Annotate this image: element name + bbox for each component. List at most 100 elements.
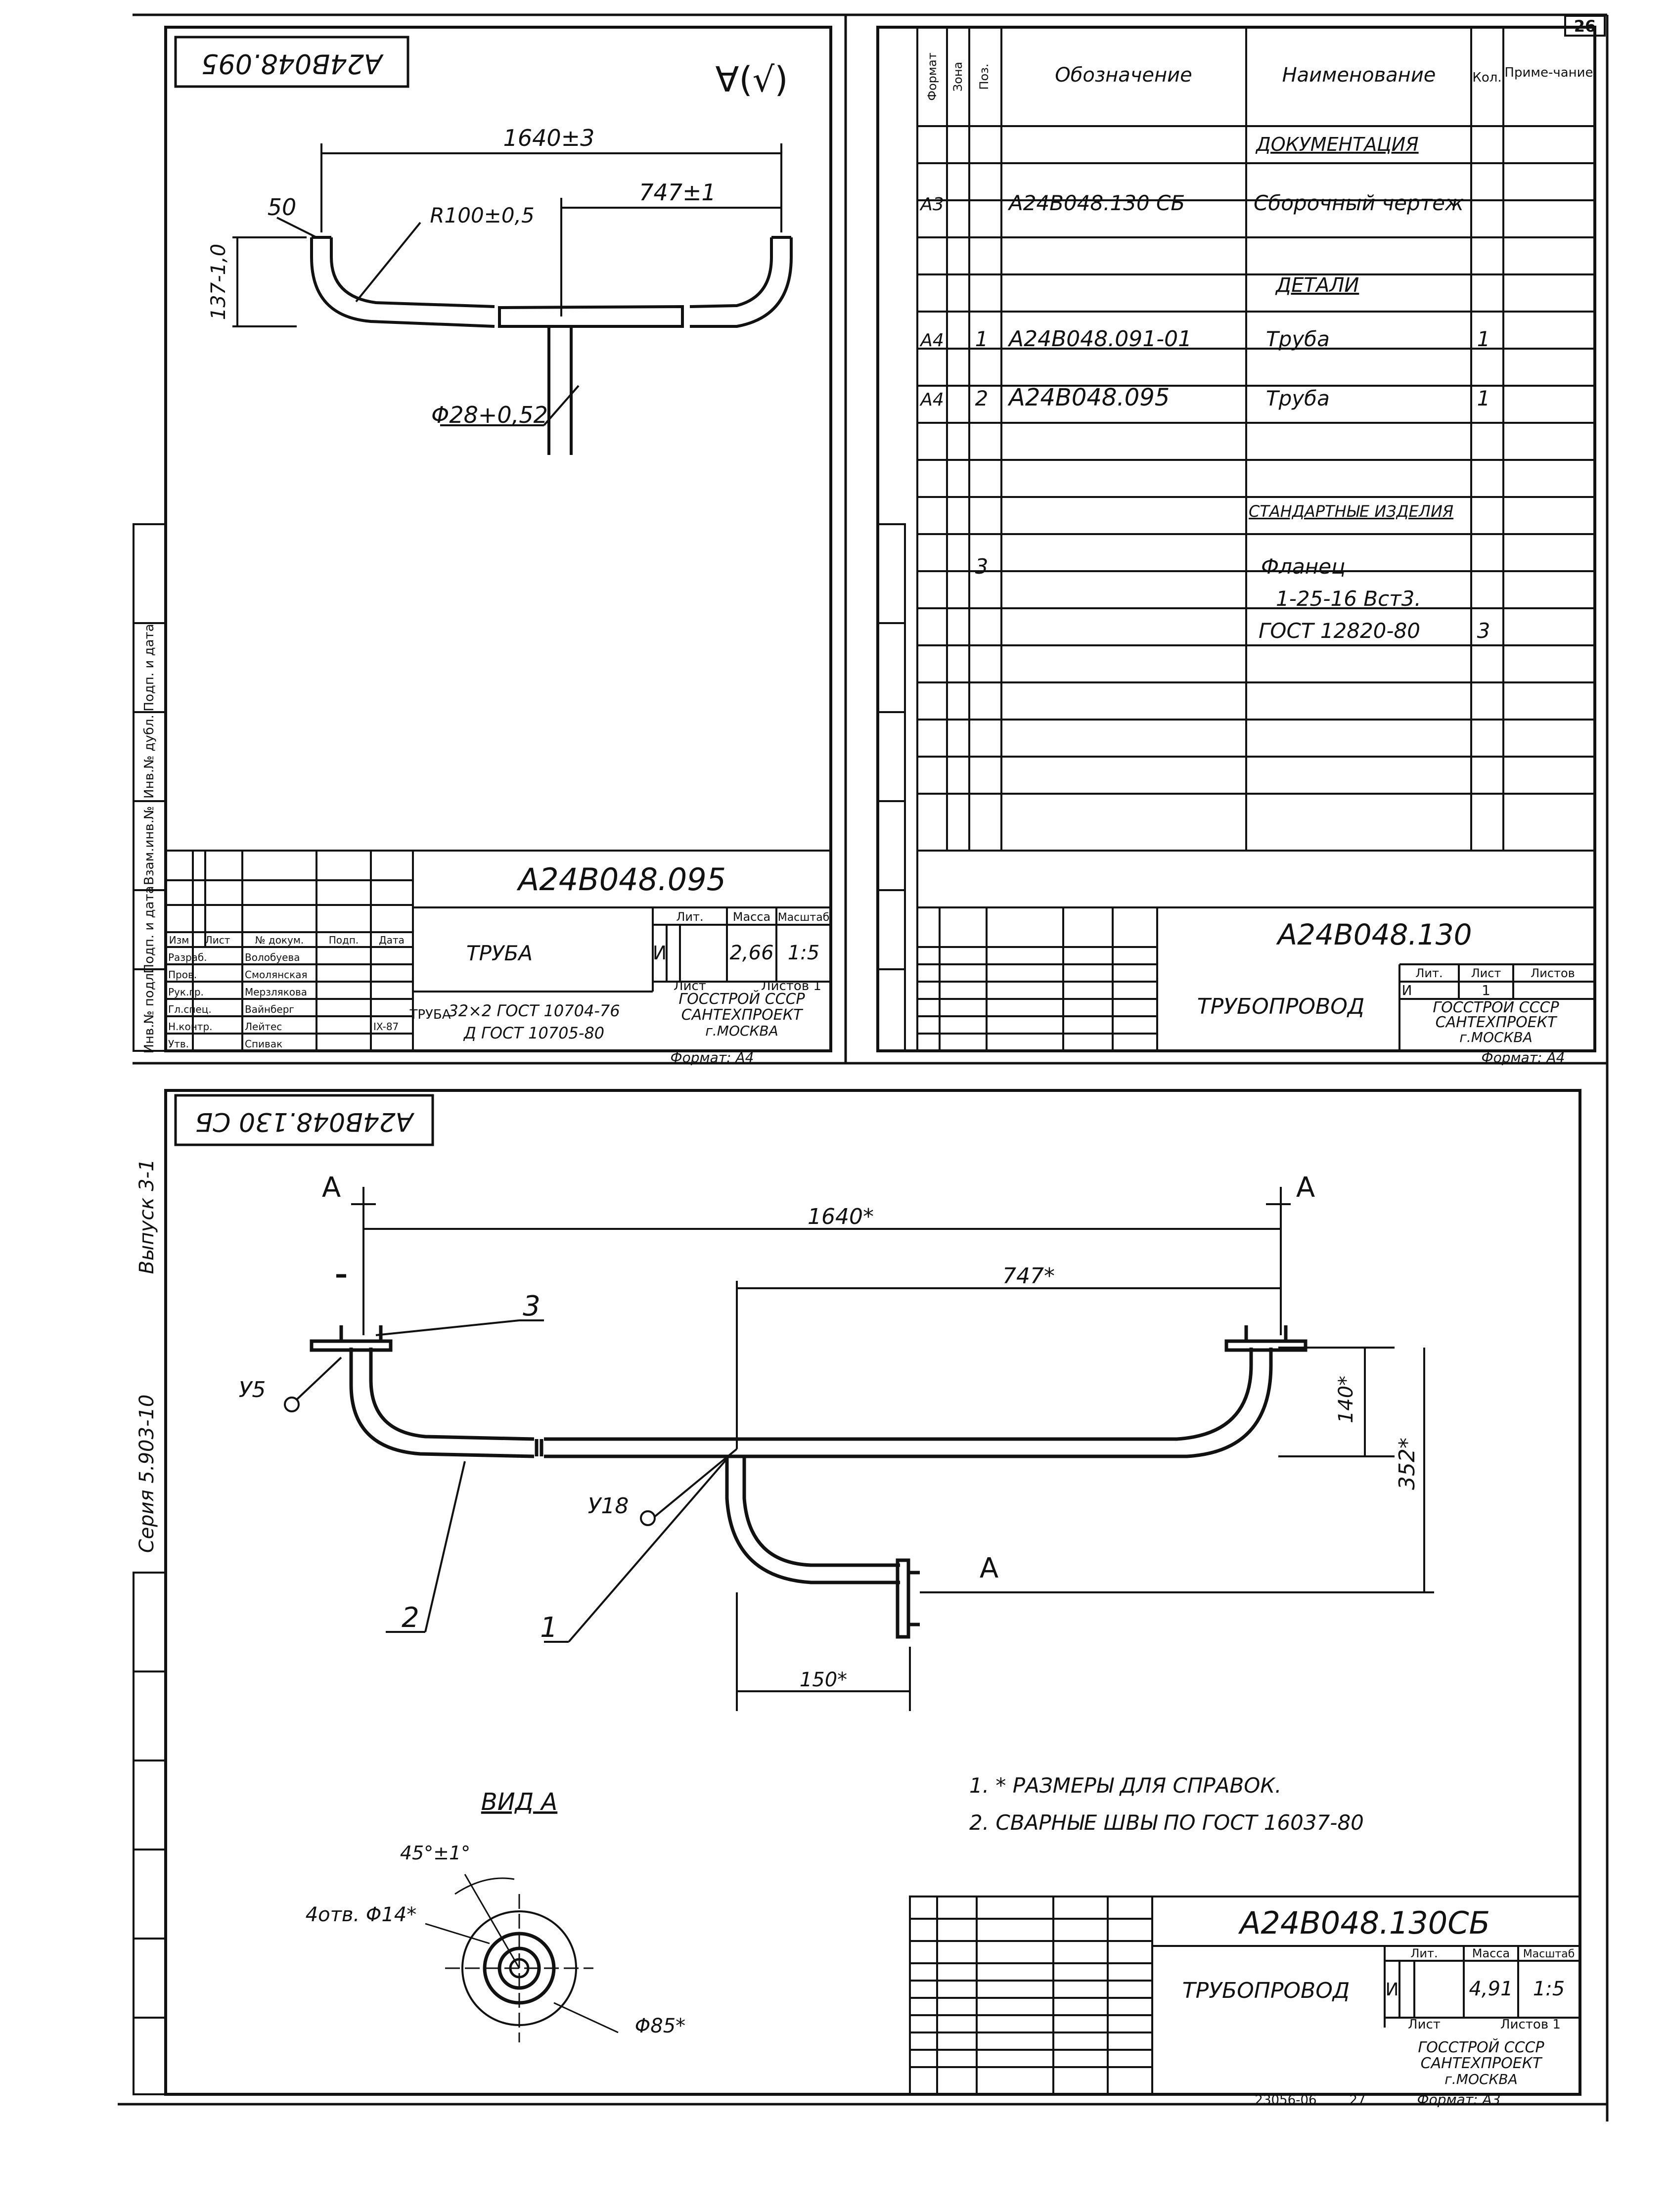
spec-row: 1-25-16 Вст3.: [1276, 587, 1421, 611]
name-1: Смолянская: [245, 969, 308, 981]
spec-row: ДЕТАЛИ: [1275, 274, 1359, 297]
role-2: Рук.гр.: [168, 986, 204, 998]
sheet3-mass: 4,91: [1469, 1978, 1513, 2000]
sheet1-dim-hole: Φ28+0,52: [431, 402, 548, 428]
sheet2-lit-h: Лит.: [1415, 966, 1443, 980]
sheet3-mass-h: Масса: [1472, 1946, 1510, 1960]
role-5: Утв.: [168, 1038, 189, 1050]
spec-header-qty: Кол.: [1472, 70, 1501, 85]
asm-dim-length: 1640*: [808, 1204, 874, 1229]
sheet1-material-2: Д ГОСТ 10705-80: [463, 1024, 604, 1042]
asm-dim-352: 352*: [1395, 1438, 1420, 1490]
spec-row: ГОСТ 12820-80 3: [1259, 619, 1490, 643]
side-label-dubl: Инв.№ дубл.: [142, 715, 157, 799]
spec-row-5-name: СТАНДАРТНЫЕ ИЗДЕЛИЯ: [1249, 502, 1453, 521]
sheet1-dim-radius: R100±0,5: [430, 203, 534, 227]
spec-row-4-code: А24В048.095: [1007, 384, 1170, 411]
view-a-label: ВИД А: [481, 1788, 557, 1816]
sheet2-sheet: 1: [1482, 982, 1490, 998]
side-label-podp2: Подп. и дата: [142, 624, 157, 711]
callout-2: 2: [402, 1602, 419, 1634]
sheet1-scale-h: Масштаб: [778, 911, 830, 924]
sheet2-lit: И: [1402, 982, 1412, 998]
col-sign: Подп.: [329, 934, 359, 946]
spec-row-3-code: А24В048.091-01: [1007, 326, 1192, 352]
spec-row-1-format: А3: [919, 194, 944, 215]
spec-row-7-name: 1-25-16 Вст3.: [1276, 587, 1421, 611]
weld-label-2: У18: [588, 1493, 629, 1519]
roughness-symbol: ∀(√): [715, 59, 788, 100]
side-label-vzam: Взам.инв.№: [142, 806, 157, 885]
sheet3-sheets-h: Листов 1: [1500, 2017, 1561, 2032]
side-label-podp: Подп. и дата: [142, 886, 157, 973]
sheet1-lit-h: Лит.: [676, 910, 703, 924]
weld-label-1: У5: [239, 1377, 266, 1402]
note-2: 2. СВАРНЫЕ ШВЫ ПО ГОСТ 16037-80: [969, 1810, 1364, 1835]
role-4: Н.контр.: [168, 1021, 213, 1033]
sheet1: А24В048.095 ∀(√): [133, 26, 832, 1066]
asm-dim-150: 150*: [800, 1669, 847, 1691]
section-mark-right: А: [1296, 1172, 1315, 1204]
spec-row: 3 Фланец: [975, 554, 1346, 579]
spec-row: ДОКУМЕНТАЦИЯ: [1255, 134, 1419, 155]
spec-row-4-pos: 2: [975, 386, 989, 410]
sheet1-sheet-h: Лист: [674, 979, 706, 993]
sheet3-org-3: г.МОСКВА: [1444, 2071, 1518, 2087]
sheet1-format: Формат: А4: [671, 1049, 754, 1066]
spec-row: А3 А24В048.130 СБ Сборочный чертеж: [919, 191, 1464, 215]
spec-row-0-name: ДОКУМЕНТАЦИЯ: [1255, 134, 1419, 155]
sheet3-lit-h: Лит.: [1410, 1946, 1438, 1960]
side-series: Серия 5.903-10: [135, 1395, 158, 1553]
section-mark-left: А: [322, 1172, 341, 1204]
name-3: Вайнберг: [245, 1003, 294, 1015]
sheet2-sheets-h: Листов: [1531, 966, 1575, 980]
sheet3-scale-h: Масштаб: [1523, 1948, 1575, 1960]
spec-row-6-name: Фланец: [1261, 554, 1346, 579]
sheet1-title-name: ТРУБА: [466, 941, 533, 965]
pipe-095-shape: [310, 236, 793, 455]
spec-header-pos: Поз.: [977, 63, 991, 90]
view-a-dia: Φ85*: [635, 2015, 685, 2037]
side-issue: Выпуск 3-1: [135, 1159, 158, 1274]
sheet2-side-stamp: [877, 523, 906, 1052]
spec-row-3-pos: 1: [975, 327, 989, 351]
sheet1-mass: 2,66: [729, 942, 773, 964]
sheet1-scale: 1:5: [788, 942, 819, 964]
outer-frames: [118, 13, 1609, 2122]
sheet3-scale: 1:5: [1533, 1978, 1565, 2000]
sheet1-dim-height: 137-1,0: [207, 244, 230, 320]
spec-row-8-name: ГОСТ 12820-80: [1259, 619, 1420, 643]
spec-header-name: Наименование: [1282, 64, 1436, 87]
sheet1-dim-length: 1640±3: [503, 125, 595, 151]
sheet1-dim-angle: 50: [268, 194, 297, 221]
sheet2-org-2: САНТЕХПРОЕКТ: [1436, 1014, 1558, 1031]
sheet3-top-code: А24В048.130 СБ: [195, 1107, 415, 1136]
sheet1-org-3: г.МОСКВА: [705, 1023, 778, 1039]
sheet2-format: Формат: А4: [1482, 1049, 1565, 1066]
sheet1-top-code: А24В048.095: [201, 48, 384, 79]
view-a-angle: 45°±1°: [400, 1842, 470, 1864]
sheet2-org-1: ГОССТРОЙ СССР: [1433, 998, 1559, 1016]
sheet1-stamp-text: Изм Лист № докум. Подп. Дата Разраб. Про…: [168, 934, 405, 1050]
callout-3: 3: [523, 1290, 541, 1322]
assembly-dimensions: [296, 1187, 1434, 1711]
spec-row: А4 1 А24В048.091-01 Труба 1: [919, 326, 1490, 352]
col-izm: Изм: [169, 934, 189, 946]
sheet3-org-2: САНТЕХПРОЕКТ: [1421, 2055, 1543, 2072]
spec-row-3-qty: 1: [1477, 327, 1490, 351]
spec-row-4-format: А4: [919, 390, 944, 410]
name-5: Спивак: [245, 1038, 282, 1050]
sheet1-dim-half: 747±1: [639, 179, 716, 206]
role-0: Разраб.: [168, 951, 207, 963]
view-a-holes: 4отв. Φ14*: [306, 1903, 417, 1926]
spec-row-4-qty: 1: [1477, 386, 1490, 410]
name-0: Волобуева: [245, 951, 300, 963]
sheet3: А24В048.130 СБ Серия 5.903-10 Выпуск 3-1: [133, 1089, 1581, 2108]
spec-header-note: Приме-чание: [1504, 65, 1593, 80]
spec-grid: [916, 27, 1595, 1051]
view-a: ВИД А 45°±1° 4отв. Φ14* Φ85*: [306, 1788, 685, 2042]
sheet1-side-stamp: [133, 523, 167, 1052]
sheet1-sheets-h: Листов 1: [761, 979, 821, 993]
asm-dim-half: 747*: [1002, 1264, 1055, 1289]
